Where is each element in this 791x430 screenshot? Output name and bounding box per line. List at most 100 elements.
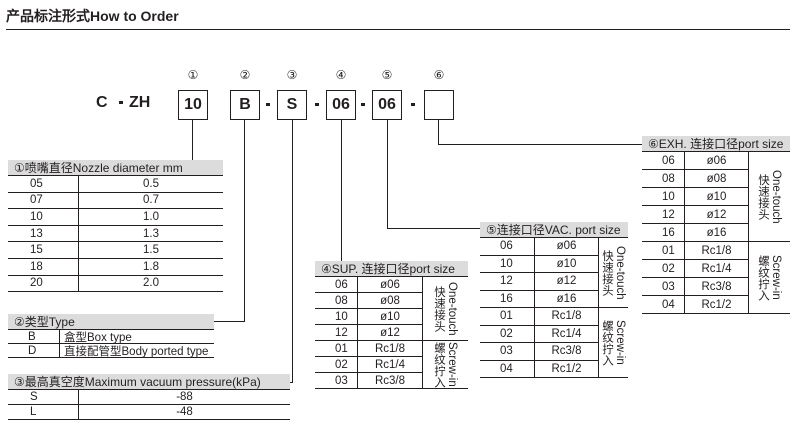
code-prefix-c: C (96, 94, 108, 111)
row-value: 1.3 (143, 227, 159, 240)
row-code: 02 (642, 260, 685, 277)
row-code: 01 (480, 308, 535, 325)
row-value: 1.5 (143, 244, 159, 257)
row-code: 13 (8, 225, 79, 242)
row-value: 盒型Box type (64, 331, 132, 344)
row-code: B (8, 330, 60, 343)
position-number-6: ⑥ (433, 68, 445, 82)
connector-line (192, 120, 193, 160)
code-dash (266, 103, 270, 106)
row-code: 06 (480, 238, 535, 255)
row-code: 10 (480, 255, 535, 272)
row-value: ø06 (556, 240, 577, 253)
row-value: Rc1/4 (701, 262, 732, 275)
row-value: -48 (176, 406, 193, 418)
row-value: Rc1/4 (551, 327, 582, 340)
row-code: 15 (8, 242, 79, 258)
table-header: ④SUP. 连接口径port size (315, 261, 468, 277)
table-header: ⑤连接口径VAC. port size (480, 222, 628, 238)
row-code: 02 (480, 325, 535, 342)
connector-line (244, 120, 245, 322)
table-header: ②类型Type (8, 314, 214, 330)
row-code: 12 (480, 273, 535, 290)
row-value: ø10 (556, 257, 577, 270)
position-number-5: ⑤ (381, 68, 393, 82)
code-dash (119, 101, 123, 104)
connector-line (387, 120, 388, 229)
row-value: Rc1/8 (701, 244, 732, 257)
row-value: 1.0 (143, 210, 159, 223)
code-box-nozzle: 10 (178, 90, 208, 120)
row-value: ø06 (380, 278, 400, 291)
connector-line (341, 120, 342, 262)
table-row: 01 Rc1/8 (642, 242, 790, 260)
page-title: 产品标注形式How to Order (6, 8, 179, 24)
row-value: ø06 (706, 154, 727, 167)
row-value: 0.7 (143, 194, 159, 207)
row-code: 01 (315, 341, 358, 356)
connector-line (214, 321, 245, 322)
connection-type-zh: 螺纹拧入 (433, 341, 445, 388)
position-number-1: ① (187, 68, 199, 82)
code-box-exh (424, 90, 454, 120)
connection-type-zh: 快速接头 (757, 173, 769, 220)
code-dash (411, 103, 415, 106)
connection-type-en: One-touch (446, 281, 458, 336)
row-code: S (8, 390, 79, 404)
row-code: 06 (315, 277, 358, 292)
table-row: L-48 (8, 405, 290, 420)
table-row: 10 ø10 (480, 255, 628, 273)
code-box-vac: 06 (372, 90, 402, 120)
table-row: B 盒型Box type (8, 330, 214, 344)
row-value: ø08 (706, 172, 727, 185)
row-code: 04 (642, 296, 685, 313)
row-value: -88 (176, 391, 193, 403)
table-header: ①喷嘴直径Nozzle diameter mm (8, 160, 223, 176)
row-value: ø10 (706, 190, 727, 203)
table-row: 02 Rc1/4 (642, 260, 790, 278)
row-value: ø08 (380, 294, 400, 307)
row-code: 16 (642, 224, 685, 241)
code-box-pressure: S (277, 90, 307, 120)
row-value: 2.0 (143, 277, 159, 290)
row-value: 0.5 (143, 177, 159, 190)
code-box-sup: 06 (326, 90, 356, 120)
row-value: ø16 (556, 292, 577, 305)
row-value: ø10 (380, 310, 400, 323)
row-code: 01 (642, 242, 685, 259)
row-value: 1.8 (143, 260, 159, 273)
code-prefix-zh: ZH (129, 94, 151, 111)
row-code: 06 (642, 152, 685, 169)
connection-type-zh: 螺纹拧入 (601, 319, 613, 366)
code-dash (315, 103, 319, 106)
